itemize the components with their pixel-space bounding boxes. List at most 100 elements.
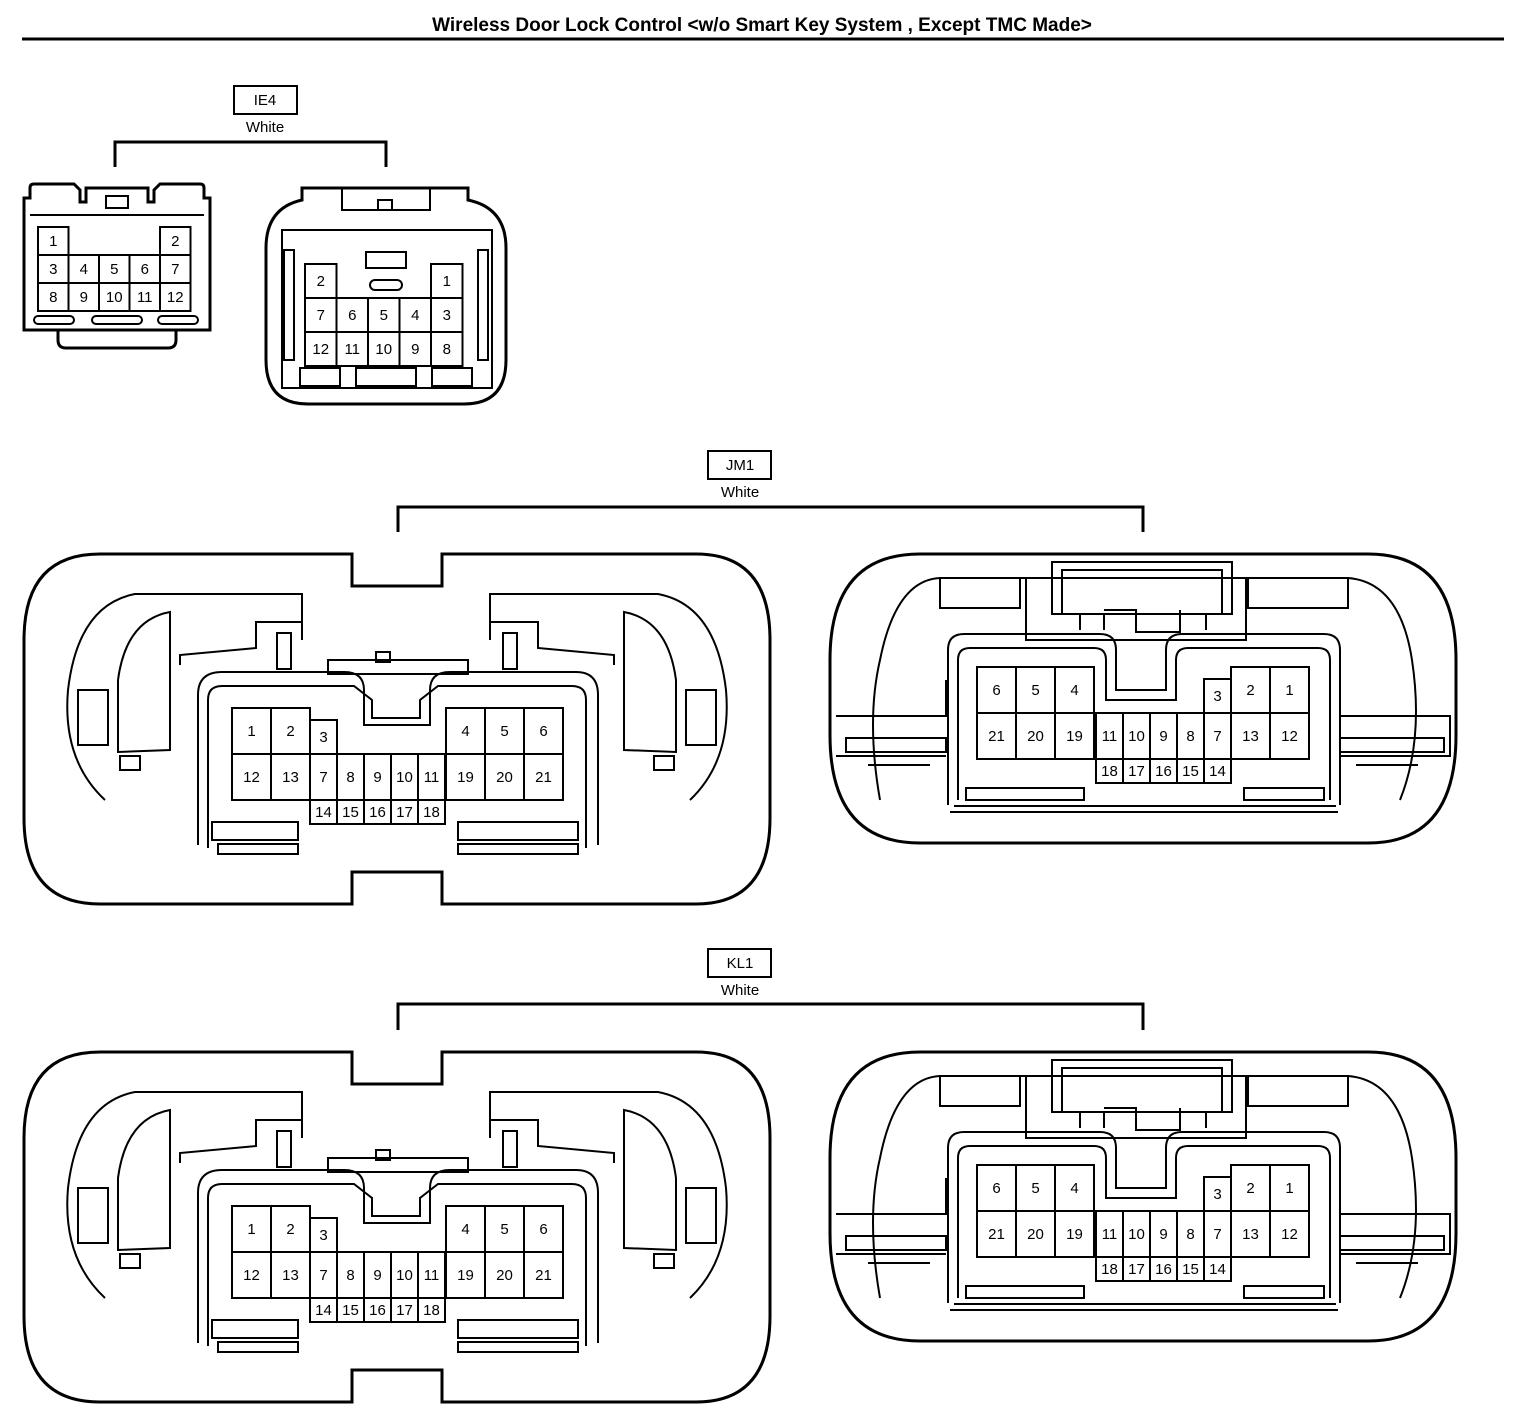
pin-cell: 17	[390, 1297, 419, 1323]
pin-number: 4	[461, 723, 469, 740]
pin-cell: 9	[363, 1251, 392, 1299]
pin-cell: 9	[1149, 1210, 1178, 1258]
pin-number: 11	[344, 341, 360, 358]
pin-number: 6	[141, 261, 149, 278]
pin-cell: 7	[304, 297, 338, 333]
pin-cell: 8	[1176, 1210, 1205, 1258]
pin-cell: 13	[1230, 712, 1271, 760]
pin-number: 1	[49, 233, 57, 250]
pin-cell: 19	[445, 753, 486, 801]
pin-number: 8	[443, 341, 451, 358]
pin-cell: 10	[98, 282, 131, 312]
pin-cell: 1	[430, 263, 464, 299]
pin-number: 15	[342, 1302, 359, 1319]
pin-cell: 8	[430, 331, 464, 367]
pin-number: 19	[1066, 728, 1083, 745]
pin-number: 20	[496, 1267, 513, 1284]
pin-number: 7	[319, 1267, 327, 1284]
pin-number: 9	[1159, 1226, 1167, 1243]
pin-number: 11	[1102, 1226, 1118, 1243]
pin-cell: 16	[363, 1297, 392, 1323]
pin-cell: 18	[417, 799, 446, 825]
pin-cell: 17	[1122, 758, 1151, 784]
pin-cell: 1	[231, 707, 272, 755]
pin-number: 19	[1066, 1226, 1083, 1243]
pin-number: 11	[137, 289, 153, 306]
pin-cell: 6	[523, 707, 564, 755]
pin-number: 20	[1027, 1226, 1044, 1243]
pin-number: 5	[500, 1221, 508, 1238]
pin-cell: 19	[1054, 1210, 1095, 1258]
pin-cell: 2	[304, 263, 338, 299]
pin-cell: 12	[1269, 1210, 1310, 1258]
pin-number: 12	[167, 289, 184, 306]
pin-cell: 10	[390, 753, 419, 801]
pin-cell: 11	[1095, 1210, 1124, 1258]
pin-number: 7	[317, 307, 325, 324]
pin-cell: 2	[1230, 1164, 1271, 1212]
pin-number: 8	[1186, 1226, 1194, 1243]
pin-cell: 9	[363, 753, 392, 801]
pin-cell: 2	[159, 226, 192, 256]
pin-number: 14	[1209, 763, 1226, 780]
pin-number: 5	[110, 261, 118, 278]
pin-number: 19	[457, 1267, 474, 1284]
pin-number: 10	[396, 1267, 413, 1284]
pin-number: 5	[380, 307, 388, 324]
pin-number: 6	[348, 307, 356, 324]
pin-cell: 14	[1203, 758, 1232, 784]
pin-number: 2	[286, 723, 294, 740]
connector-id-jm1: JM1	[726, 457, 754, 474]
pin-cell: 15	[1176, 1256, 1205, 1282]
pin-number: 13	[1242, 1226, 1259, 1243]
pin-cell: 11	[417, 753, 446, 801]
pin-cell: 12	[231, 753, 272, 801]
pin-cell: 13	[1230, 1210, 1271, 1258]
pin-cell: 7	[309, 753, 338, 801]
pin-cell: 9	[1149, 712, 1178, 760]
pin-number: 4	[80, 261, 88, 278]
pin-cell: 19	[445, 1251, 486, 1299]
pin-number: 5	[500, 723, 508, 740]
pin-cell: 21	[523, 753, 564, 801]
pin-cell: 4	[1054, 1164, 1095, 1212]
pin-cell: 19	[1054, 712, 1095, 760]
pin-cell: 8	[37, 282, 70, 312]
pin-cell: 11	[417, 1251, 446, 1299]
pin-number: 11	[424, 1267, 440, 1284]
pin-number: 1	[1285, 1180, 1293, 1197]
connector-id-ie4: IE4	[254, 92, 277, 109]
pin-number: 2	[1246, 1180, 1254, 1197]
pin-number: 20	[1027, 728, 1044, 745]
pin-number: 4	[461, 1221, 469, 1238]
pin-cell: 15	[336, 1297, 365, 1323]
pin-number: 13	[282, 769, 299, 786]
pin-cell: 8	[336, 1251, 365, 1299]
pin-cell: 1	[1269, 1164, 1310, 1212]
pin-number: 21	[535, 1267, 552, 1284]
pin-number: 21	[988, 1226, 1005, 1243]
pin-cell: 2	[1230, 666, 1271, 714]
pin-number: 1	[247, 723, 255, 740]
connector-color-jm1: White	[721, 484, 759, 501]
pin-cell: 3	[1203, 678, 1232, 714]
pin-number: 4	[411, 307, 419, 324]
pin-number: 8	[346, 1267, 354, 1284]
pin-cell: 17	[1122, 1256, 1151, 1282]
pin-cell: 8	[336, 753, 365, 801]
pin-cell: 2	[270, 707, 311, 755]
pin-number: 3	[319, 1227, 327, 1244]
pin-number: 2	[286, 1221, 294, 1238]
